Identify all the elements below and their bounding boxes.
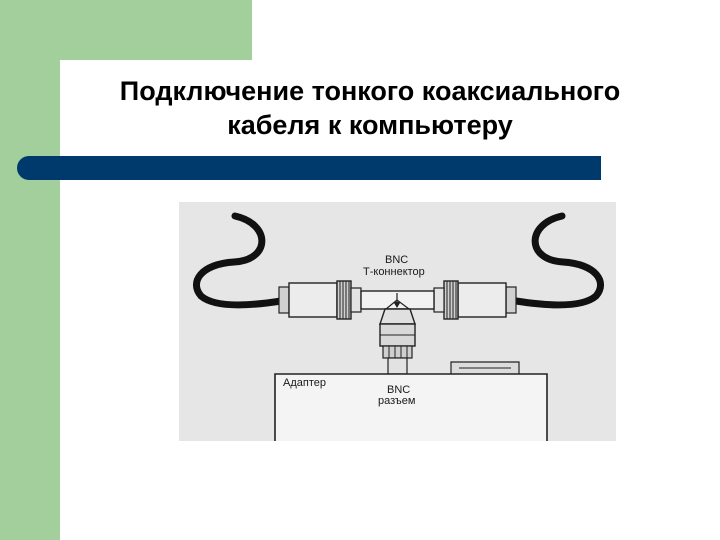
slide-title-line-1: Подключение тонкого коаксиального [119,76,621,106]
adapter-port [450,361,520,374]
adapter-box [274,373,548,441]
label-bnc-top: BNC [385,254,409,266]
t-connector-body [360,290,435,325]
right-cable [512,212,604,309]
left-accent-bar [0,0,60,540]
title-divider-bar [17,156,601,180]
coax-illustration [179,202,616,441]
label-adapter: Адаптер [283,377,326,389]
coax-connection-figure: BNC Т-коннектор Адаптер BNC разъем [179,202,616,441]
slide-title: Подключение тонкого коаксиального кабеля… [60,74,680,142]
left-cable [193,212,285,309]
right-bnc-plug [433,280,517,320]
label-t-connector: Т-коннектор [363,266,425,278]
label-bnc-bottom: BNC [387,384,411,396]
label-socket: разъем [378,395,416,407]
slide-title-line-2: кабеля к компьютеру [227,110,513,140]
left-bnc-plug [278,280,362,320]
top-accent-block [60,0,252,60]
t-connector-stem [379,323,416,375]
